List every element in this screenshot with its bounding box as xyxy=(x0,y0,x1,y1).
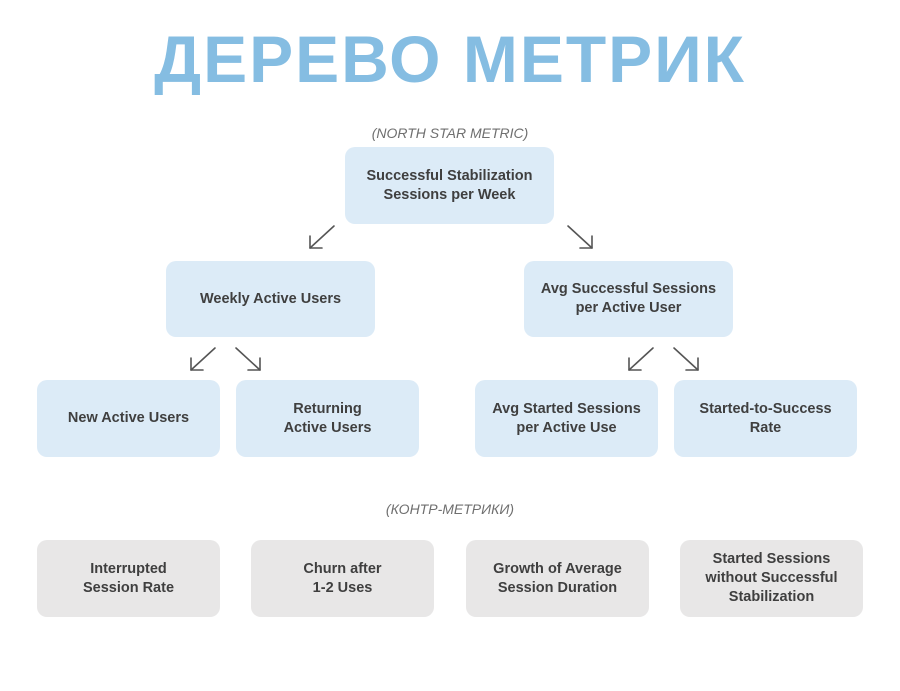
arrow-avg-successful-to-success-rate-icon xyxy=(673,347,699,371)
counter-metrics-caption: (КОНТР-МЕТРИКИ) xyxy=(385,501,515,517)
arrow-wau-to-new-users-icon xyxy=(190,347,216,371)
counter-metric-interrupted-session-rate: Interrupted Session Rate xyxy=(37,540,220,617)
avg-started-sessions-box: Avg Started Sessions per Active Use xyxy=(475,380,658,457)
arrow-avg-successful-to-avg-started-icon xyxy=(628,347,654,371)
counter-metric-session-duration-growth: Growth of Average Session Duration xyxy=(466,540,649,617)
arrow-north-star-to-avg-successful-icon xyxy=(567,225,593,249)
weekly-active-users-box: Weekly Active Users xyxy=(166,261,375,337)
north-star-metric-box: Successful Stabilization Sessions per We… xyxy=(345,147,554,224)
new-active-users-box: New Active Users xyxy=(37,380,220,457)
counter-metric-started-without-success: Started Sessions without Successful Stab… xyxy=(680,540,863,617)
page-title: ДЕРЕВО МЕТРИК xyxy=(154,22,746,96)
avg-successful-sessions-box: Avg Successful Sessions per Active User xyxy=(524,261,733,337)
started-to-success-rate-box: Started-to-Success Rate xyxy=(674,380,857,457)
arrow-north-star-to-wau-icon xyxy=(309,225,335,249)
counter-metric-churn: Churn after 1-2 Uses xyxy=(251,540,434,617)
returning-active-users-box: Returning Active Users xyxy=(236,380,419,457)
north-star-caption: (NORTH STAR METRIC) xyxy=(371,125,529,141)
arrow-wau-to-returning-users-icon xyxy=(235,347,261,371)
